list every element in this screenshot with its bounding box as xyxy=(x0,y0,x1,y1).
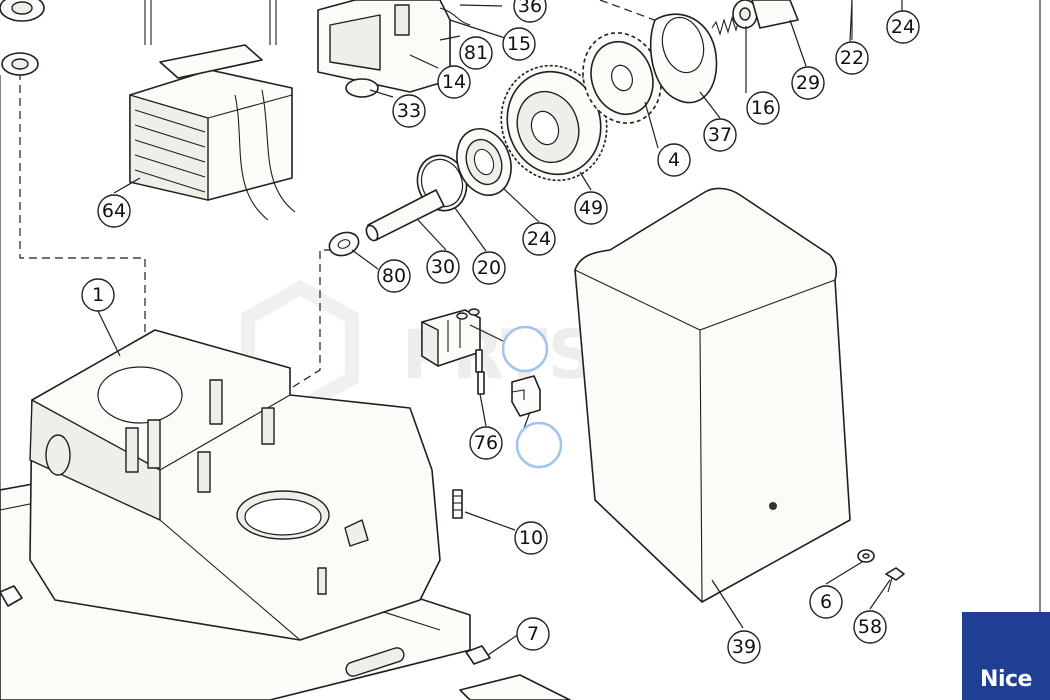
svg-text:58: 58 xyxy=(858,616,882,638)
washer-part xyxy=(328,231,360,257)
callout-64: 64 xyxy=(97,194,131,228)
svg-text:18: 18 xyxy=(510,337,541,362)
svg-text:10: 10 xyxy=(519,527,543,549)
callout-7: 7 xyxy=(516,617,550,651)
ring-part xyxy=(649,13,718,104)
svg-text:1: 1 xyxy=(92,284,104,306)
callout-58: 58 xyxy=(853,610,887,644)
callout-24-bearing: 24 xyxy=(522,222,556,256)
callout-15: 15 xyxy=(502,27,536,61)
svg-text:18: 18 xyxy=(524,433,555,458)
dashed-guide-left xyxy=(19,72,146,340)
callout-20: 20 xyxy=(472,251,506,285)
top-left-fasteners xyxy=(0,0,277,76)
svg-text:81: 81 xyxy=(464,42,488,64)
callout-10: 10 xyxy=(514,521,548,555)
callout-24-top: 24 xyxy=(886,10,920,44)
terminal-block-part xyxy=(421,308,481,367)
callout-37: 37 xyxy=(703,118,737,152)
callout-33: 33 xyxy=(392,94,426,128)
callout-30: 30 xyxy=(426,250,460,284)
callout-29: 29 xyxy=(791,66,825,100)
screw-part xyxy=(885,567,905,593)
callout-36: 36 xyxy=(513,0,547,23)
spring-and-shaft-part xyxy=(711,0,853,40)
leader-lines xyxy=(97,0,903,656)
nut-part xyxy=(857,549,875,563)
svg-text:49: 49 xyxy=(579,197,603,219)
dashed-guide-center xyxy=(279,249,332,396)
svg-text:22: 22 xyxy=(840,47,864,69)
callout-49: 49 xyxy=(574,191,608,225)
brand-logo: Nice xyxy=(962,612,1050,700)
svg-text:30: 30 xyxy=(431,256,455,278)
shaft-and-oring-part xyxy=(365,154,468,242)
cover-part xyxy=(574,187,851,603)
switch-block-part xyxy=(317,0,471,98)
svg-text:6: 6 xyxy=(820,591,832,613)
transformer-part xyxy=(129,44,296,221)
pin-part xyxy=(475,349,485,395)
svg-text:39: 39 xyxy=(732,636,756,658)
svg-text:16: 16 xyxy=(751,97,775,119)
svg-text:33: 33 xyxy=(397,100,421,122)
svg-text:64: 64 xyxy=(102,200,126,222)
encoder-disc-part xyxy=(582,32,662,124)
bracket-part xyxy=(511,375,541,417)
set-screw-part xyxy=(452,489,463,519)
callout-16: 16 xyxy=(746,91,780,125)
callout-14: 14 xyxy=(437,65,471,99)
svg-text:29: 29 xyxy=(796,72,820,94)
svg-text:20: 20 xyxy=(477,257,501,279)
svg-text:4: 4 xyxy=(668,149,680,171)
brand-logo-text: Nice xyxy=(980,667,1032,692)
callout-76: 76 xyxy=(469,426,503,460)
callout-80: 80 xyxy=(377,259,411,293)
callout-18-terminal-block: 18 xyxy=(501,325,549,373)
main-housing-part xyxy=(29,329,441,641)
svg-text:76: 76 xyxy=(474,432,498,454)
callout-81: 81 xyxy=(459,36,493,70)
callout-18-bracket: 18 xyxy=(515,421,563,469)
callout-4: 4 xyxy=(657,143,691,177)
bearing-part xyxy=(456,128,512,196)
svg-text:80: 80 xyxy=(382,265,406,287)
callout-39: 39 xyxy=(727,630,761,664)
callout-1: 1 xyxy=(81,278,115,312)
dashed-guide-top xyxy=(599,0,661,23)
callout-6: 6 xyxy=(809,585,843,619)
svg-text:7: 7 xyxy=(527,623,539,645)
callout-22: 22 xyxy=(835,41,869,75)
svg-text:37: 37 xyxy=(708,124,732,146)
svg-text:24: 24 xyxy=(891,16,915,38)
svg-text:24: 24 xyxy=(527,228,551,250)
gear-part xyxy=(500,64,608,182)
svg-text:15: 15 xyxy=(507,33,531,55)
svg-text:14: 14 xyxy=(442,71,466,93)
svg-text:36: 36 xyxy=(518,0,542,17)
